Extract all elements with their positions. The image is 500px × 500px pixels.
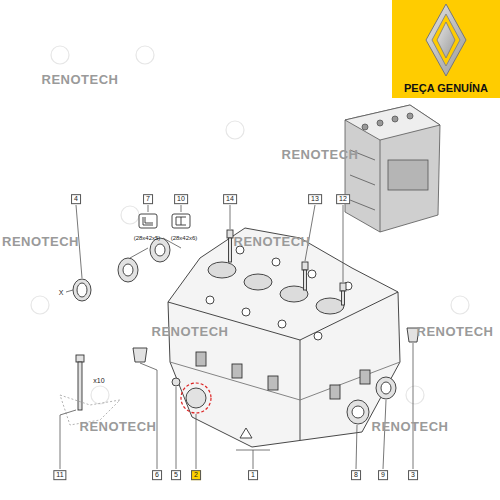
callout-number: 13 [308, 194, 322, 204]
callout-number: 3 [408, 470, 418, 480]
callout-number: 4 [71, 194, 81, 204]
callout-number: 5 [171, 470, 181, 480]
quantity: x10 [93, 377, 104, 385]
dimension: (28x42x5) [134, 235, 161, 242]
watermark: RENOTECH [152, 325, 229, 339]
callout-number: 9 [378, 470, 388, 480]
watermark: RENOTECH [2, 235, 79, 249]
watermark: RENOTECH [372, 420, 449, 434]
watermark: RENOTECH [282, 148, 359, 162]
callout-number: 11 [53, 470, 66, 480]
callout-number: 7 [143, 194, 153, 204]
callout-number: 14 [223, 194, 237, 204]
view-marker: X [59, 289, 64, 297]
callout-number: 12 [336, 194, 350, 204]
callout-number: 6 [152, 470, 162, 480]
callout-number: 1 [248, 470, 258, 480]
watermark: RENOTECH [417, 325, 494, 339]
dimension: (28x42x6) [171, 235, 198, 242]
callout-number: 10 [174, 194, 188, 204]
watermark: RENOTECH [80, 420, 157, 434]
brand-text: PEÇA GENUÍNA [404, 82, 488, 94]
callout-number: 2 [191, 470, 201, 480]
watermark: RENOTECH [234, 235, 311, 249]
callout-number: 8 [351, 470, 361, 480]
watermark: RENOTECH [42, 73, 119, 87]
